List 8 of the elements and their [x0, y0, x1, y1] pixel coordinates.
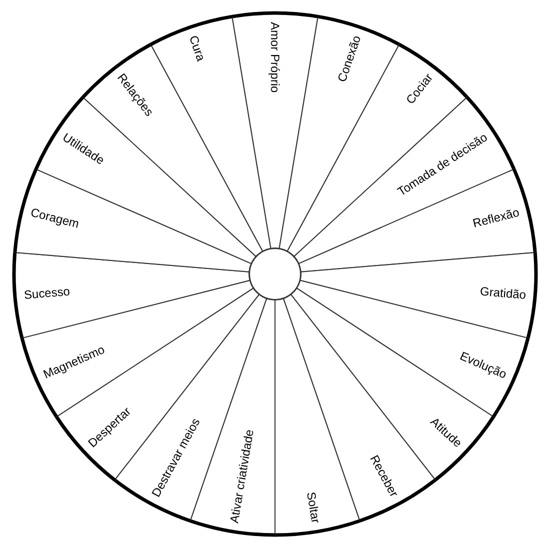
sector-label: Cura: [186, 33, 208, 63]
sector-label: Reflexão: [472, 205, 521, 231]
sector-label: Ativar criatividade: [226, 428, 256, 524]
sector-label: Amor Próprio: [268, 22, 282, 93]
sector-label: Coragem: [28, 205, 80, 232]
sector-label: Gratidão: [480, 284, 527, 302]
sector-label: Sucesso: [23, 284, 70, 302]
sector-label: Soltar: [304, 490, 324, 524]
